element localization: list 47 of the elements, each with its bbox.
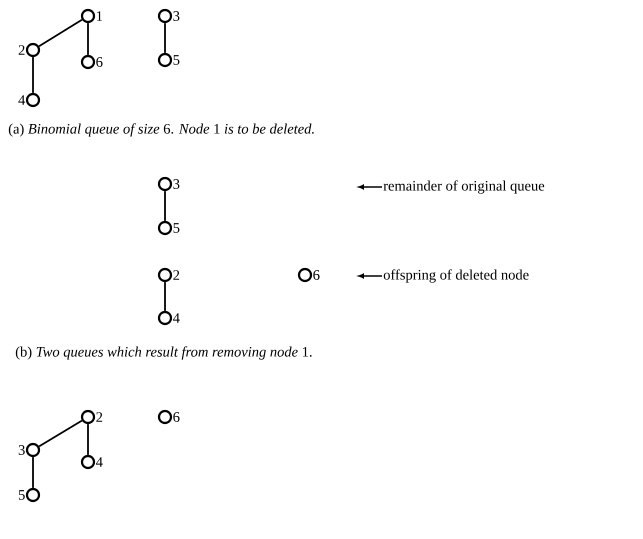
node-label: 3: [173, 179, 180, 189]
tree-edge: [164, 282, 166, 311]
node-label: 5: [174, 55, 180, 65]
arrow: [358, 184, 382, 190]
tree-node: 5: [158, 220, 180, 236]
node-label: 3: [18, 445, 25, 455]
node-label: 2: [18, 45, 24, 55]
tree-node: 5: [18, 488, 40, 502]
tree-node: 4: [158, 310, 180, 326]
tree-edge: [164, 23, 166, 53]
tree-edge: [87, 23, 89, 55]
caption: (a) Binomial queue of size 6. Node 1 is to be deleted.: [8, 123, 314, 137]
tree-edge: [38, 18, 82, 48]
tree-node: 2: [80, 410, 102, 424]
tree-node: 5: [158, 52, 180, 68]
tree-node: 3: [158, 176, 180, 192]
caption: (b) Two queues which result from removing node 1.: [16, 346, 312, 360]
node-label: 2: [96, 412, 102, 422]
node-label: 5: [174, 223, 180, 233]
annotation: remainder of original queue: [384, 180, 544, 194]
tree-edge: [32, 457, 34, 488]
arrow: [358, 274, 382, 278]
tree-node: 2: [18, 42, 40, 58]
tree-node: 6: [158, 410, 180, 424]
node-label: 5: [18, 490, 25, 500]
tree-edge: [164, 191, 166, 221]
node-label: 4: [18, 95, 26, 105]
node-label: 4: [172, 313, 180, 323]
annotation: offspring of deleted node: [384, 269, 529, 283]
tree-node: 3: [158, 8, 180, 24]
node-label: 2: [173, 270, 180, 280]
node-label: 6: [96, 57, 103, 67]
tree-edge: [38, 420, 82, 448]
tree-node: 2: [158, 268, 180, 282]
tree-node: 3: [18, 442, 40, 458]
tree-node: 4: [18, 92, 40, 108]
tree-node: 6: [298, 268, 320, 282]
node-label: 1: [96, 11, 102, 21]
tree-edge: [87, 424, 89, 455]
node-label: 4: [96, 457, 103, 467]
tree-edge: [32, 57, 34, 93]
node-label: 6: [173, 412, 180, 422]
tree-node: 1: [80, 8, 102, 24]
node-label: 6: [313, 270, 320, 280]
tree-node: 4: [80, 454, 103, 470]
node-label: 3: [173, 11, 180, 21]
tree-node: 6: [80, 54, 103, 70]
